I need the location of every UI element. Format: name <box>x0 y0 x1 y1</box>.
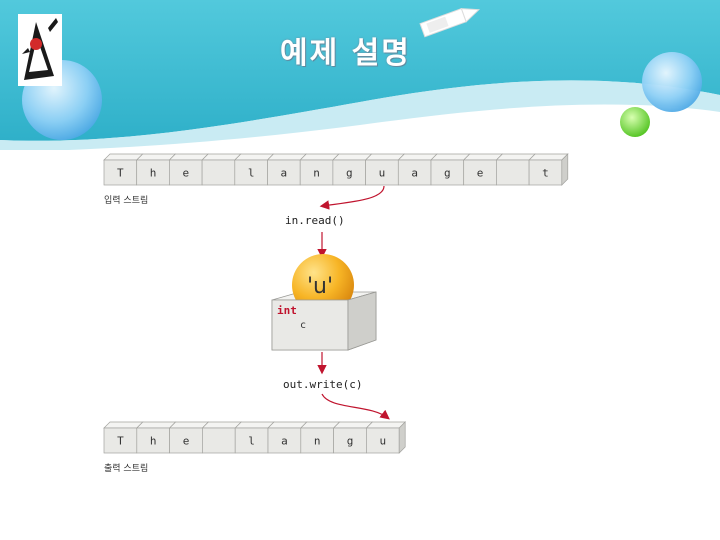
input-stream-char: l <box>248 167 255 180</box>
input-stream-cell <box>495 153 536 186</box>
input-stream-char: n <box>313 167 320 180</box>
input-stream-cell: a <box>266 153 308 186</box>
output-stream-cell <box>201 421 243 454</box>
output-stream-cell: u <box>365 421 407 454</box>
input-stream-cell: u <box>364 153 406 186</box>
write-call: out.write(c) <box>283 378 363 391</box>
input-stream-cell: a <box>397 153 438 186</box>
decor-bubble-right <box>642 52 702 112</box>
read-call: in.read() <box>285 214 345 227</box>
input-stream-label: 입력 스트림 <box>104 196 149 206</box>
output-stream-label: 출력 스트림 <box>104 464 149 474</box>
header-banner <box>0 0 720 150</box>
input-stream-cell: g <box>332 153 373 186</box>
output-stream-char: n <box>314 435 321 448</box>
input-stream-char: u <box>379 167 386 180</box>
input-stream-char: g <box>346 167 353 180</box>
output-stream-char: l <box>248 435 255 448</box>
variable-name: c <box>300 320 307 331</box>
output-stream-char: g <box>347 435 354 448</box>
input-stream-cell: h <box>135 153 177 186</box>
decor-bubble-green <box>620 107 650 137</box>
input-stream-cell: g <box>430 153 471 186</box>
input-stream-char: g <box>444 167 451 180</box>
input-stream-char: t <box>542 167 549 180</box>
output-stream-char: T <box>117 435 124 448</box>
input-stream-char: e <box>182 167 189 180</box>
input-stream-char: h <box>150 167 157 180</box>
variable-value: 'u' <box>307 274 334 299</box>
input-stream-cell: n <box>299 153 340 186</box>
input-stream-cell <box>201 153 242 186</box>
output-stream-char: u <box>379 435 386 448</box>
input-stream-char: T <box>117 167 124 180</box>
output-stream-cell: n <box>299 421 341 454</box>
write-arrow-curve <box>321 393 390 420</box>
input-stream-cell: e <box>462 153 504 186</box>
pencil-icon <box>419 7 481 38</box>
input-stream-char: a <box>411 167 418 180</box>
input-stream-cell: T <box>103 153 144 186</box>
input-stream-char: a <box>281 167 288 180</box>
duke-logo-icon <box>18 14 62 86</box>
input-stream-cell: t <box>528 153 569 186</box>
input-stream-cell: e <box>168 153 209 186</box>
output-stream-char: e <box>183 435 190 448</box>
output-stream-cell: l <box>234 421 275 454</box>
variable-type: int <box>277 304 297 317</box>
read-arrow-top <box>319 185 385 210</box>
output-stream-cell: h <box>135 421 177 454</box>
output-stream-char: h <box>150 435 157 448</box>
output-stream-cell: a <box>267 421 308 454</box>
page-title: 예제 설명 <box>280 36 411 71</box>
output-stream-char: a <box>281 435 288 448</box>
output-stream-cell: g <box>332 421 374 454</box>
output-stream-cell: T <box>103 421 144 454</box>
input-stream-char: e <box>477 167 484 180</box>
